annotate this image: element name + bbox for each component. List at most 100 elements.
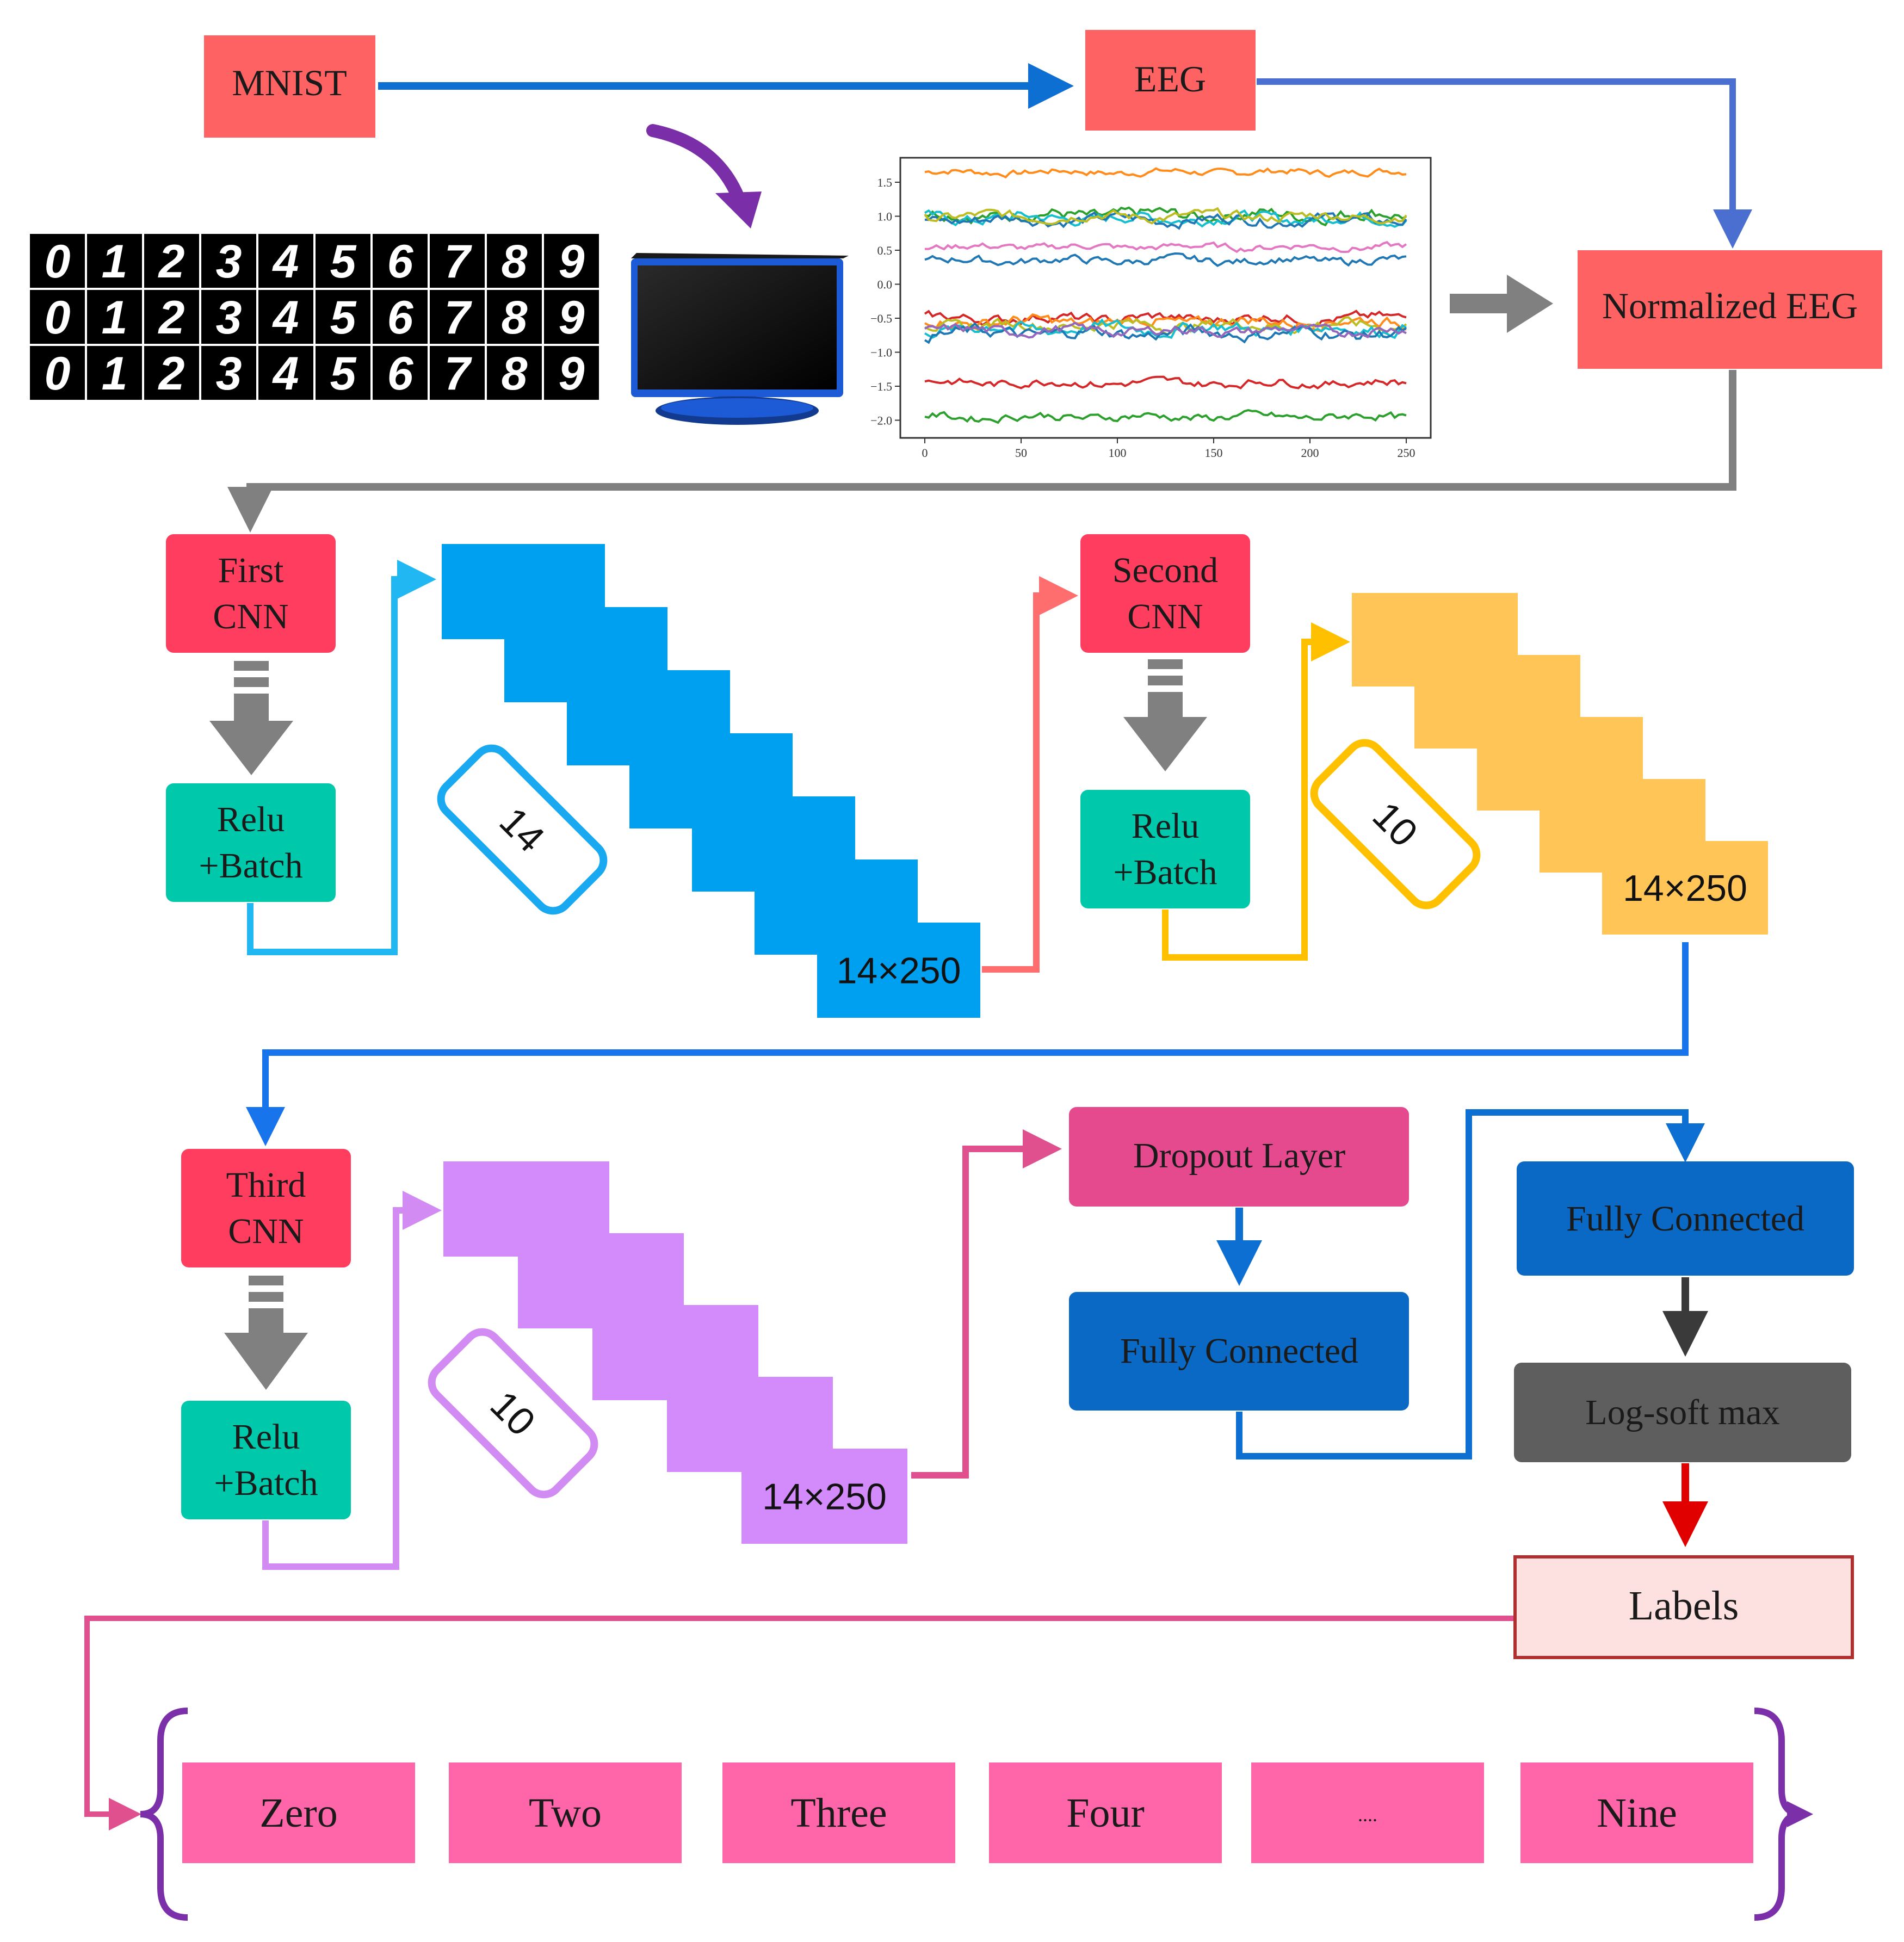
fully-connected-node-2: Fully Connected	[1517, 1161, 1854, 1276]
mnist-digit: 7	[444, 292, 473, 344]
mnist-cell: 8	[487, 346, 542, 400]
feature-map-layer	[1602, 841, 1768, 935]
mnist-node: MNIST	[204, 35, 375, 138]
mnist-digit: 4	[272, 292, 299, 344]
mnist-cell: 1	[87, 346, 142, 400]
relu-batch-node-2: Relu +Batch	[1080, 790, 1250, 908]
arrow-maps2-third-cnn	[246, 942, 1689, 1146]
labels-node: Labels	[1513, 1555, 1854, 1659]
mnist-digit: 6	[387, 236, 414, 288]
feature-map-size-label: 14×250	[762, 1476, 887, 1518]
normalized-eeg-node: Normalized EEG	[1578, 250, 1882, 369]
eeg-y-tick-label: 1.5	[877, 176, 893, 189]
eeg-y-tick-label: −2.0	[870, 414, 892, 428]
mnist-digit: 1	[102, 292, 128, 344]
mnist-cell: 9	[544, 290, 599, 344]
eeg-series-line	[924, 409, 1407, 424]
mnist-digit: 1	[102, 348, 128, 400]
eeg-x-tick-label: 250	[1398, 446, 1415, 460]
mnist-cell: 3	[201, 346, 256, 400]
eeg-x-tick-label: 150	[1205, 446, 1223, 460]
mnist-cell: 0	[30, 346, 85, 400]
mnist-label: MNIST	[232, 62, 347, 103]
class-label: Nine	[1597, 1790, 1677, 1836]
log-softmax-label: Log-soft max	[1585, 1393, 1779, 1432]
feature-maps-1: 14×250	[442, 544, 980, 1018]
mnist-digit: 3	[216, 348, 242, 400]
eeg-series-line	[924, 241, 1407, 253]
mnist-digit: 7	[444, 348, 473, 400]
class-braces	[140, 1708, 1802, 1921]
mnist-cell: 6	[373, 290, 428, 344]
class-box: Zero	[182, 1762, 415, 1863]
batch-label-3: +Batch	[214, 1463, 318, 1503]
class-box: Three	[722, 1762, 955, 1863]
mnist-cell: 7	[430, 290, 485, 344]
second-cnn-label-2: CNN	[1127, 597, 1203, 636]
relu-batch-node-3: Relu +Batch	[181, 1401, 351, 1519]
arrow-maps3-dropout	[911, 1129, 1062, 1479]
mnist-cell: 6	[373, 346, 428, 400]
feature-maps-3: 14×250	[443, 1161, 907, 1544]
mnist-cell: 8	[487, 234, 542, 288]
first-cnn-label-1: First	[218, 551, 283, 590]
class-label: Four	[1066, 1790, 1145, 1836]
mnist-cell: 5	[316, 290, 370, 344]
mnist-cell: 2	[144, 234, 199, 288]
mnist-digit: 2	[158, 292, 185, 344]
eeg-series-line	[924, 207, 1407, 225]
mnist-cell: 9	[544, 234, 599, 288]
mnist-cell: 3	[201, 234, 256, 288]
eeg-series-line	[924, 375, 1407, 390]
eeg-node: EEG	[1085, 30, 1256, 131]
down-block-arrow-2	[1123, 659, 1207, 771]
feature-maps-2: 14×250	[1352, 593, 1768, 935]
mnist-cell: 2	[144, 290, 199, 344]
mnist-digit: 2	[158, 236, 185, 288]
mnist-cell: 0	[30, 290, 85, 344]
mnist-cell: 4	[258, 290, 313, 344]
mnist-digit: 8	[502, 348, 528, 400]
mnist-cell: 5	[316, 234, 370, 288]
eeg-x-tick-label: 0	[922, 446, 928, 460]
first-cnn-node: First CNN	[166, 534, 336, 653]
feature-map-layer	[741, 1449, 907, 1544]
mnist-digit: 4	[272, 348, 299, 400]
feature-map-size-label: 14×250	[1623, 868, 1747, 909]
mnist-digit: 0	[45, 292, 71, 344]
mnist-cell: 2	[144, 346, 199, 400]
down-block-arrow-1	[209, 661, 293, 775]
arrow-eeg-normalized	[1257, 78, 1752, 249]
eeg-series-line	[924, 313, 1407, 333]
batch-label-1: +Batch	[199, 846, 302, 886]
arrow-plot-normalized	[1450, 275, 1553, 333]
class-label: Two	[529, 1790, 602, 1836]
eeg-series-line	[924, 252, 1407, 267]
second-cnn-node: Second CNN	[1080, 534, 1250, 653]
arrow-relu2-maps	[1162, 622, 1350, 961]
mnist-digit: 5	[330, 292, 357, 344]
mnist-digit: 0	[45, 236, 71, 288]
class-box: Nine	[1520, 1762, 1753, 1863]
eeg-series-line	[924, 167, 1407, 178]
arrow-relu3-maps	[262, 1191, 442, 1570]
mnist-cell: 0	[30, 234, 85, 288]
mnist-digit: 4	[272, 236, 299, 288]
eeg-lines	[924, 167, 1407, 424]
normalized-eeg-label: Normalized EEG	[1602, 285, 1858, 326]
arrow-fc1-fc2	[1236, 1109, 1705, 1459]
class-label: Three	[790, 1790, 887, 1836]
mnist-cell: 4	[258, 234, 313, 288]
mnist-cell: 1	[87, 234, 142, 288]
eeg-y-tick-label: 0.0	[877, 278, 893, 292]
eeg-x-tick-label: 200	[1301, 446, 1319, 460]
fully-connected-node-1: Fully Connected	[1069, 1292, 1409, 1411]
mnist-digit: 1	[102, 236, 128, 288]
mnist-digit: 9	[559, 292, 585, 344]
third-cnn-node: Third CNN	[181, 1149, 351, 1267]
